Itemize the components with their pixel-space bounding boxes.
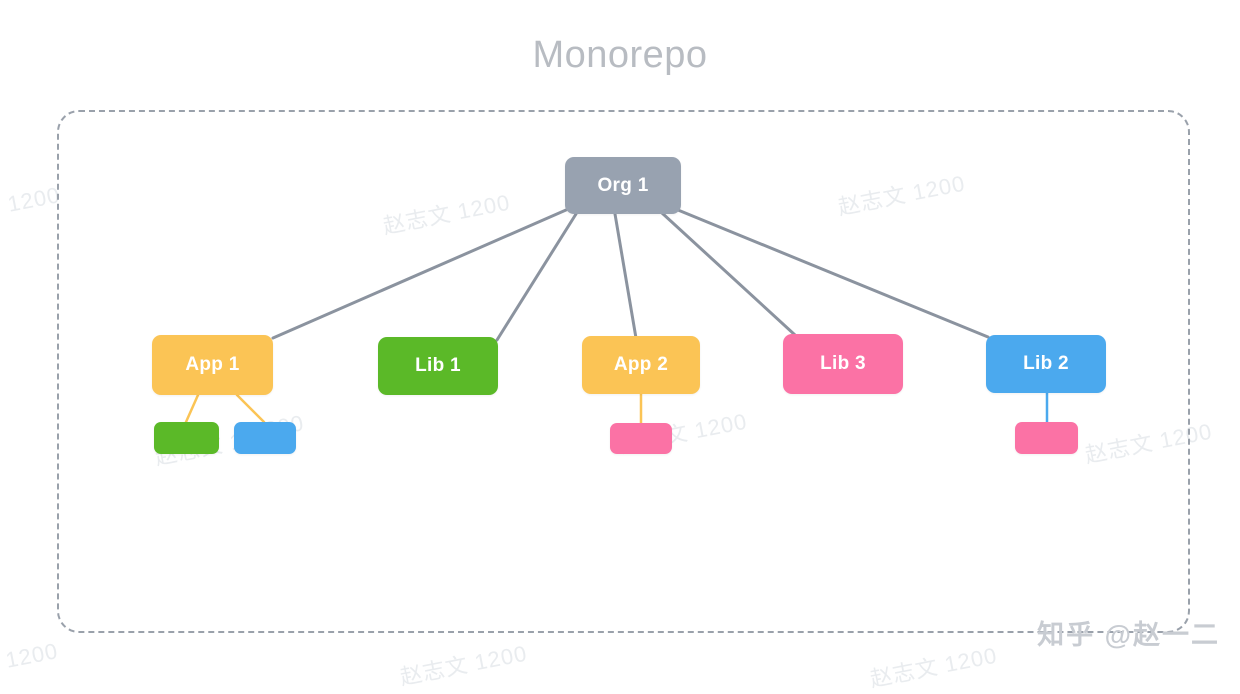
node-lib2-leaf-a[interactable] xyxy=(1015,422,1078,454)
brand-watermark: 知乎 @赵一二 xyxy=(1037,620,1220,650)
page-title: Monorepo xyxy=(532,34,708,76)
node-app2-leaf-a[interactable] xyxy=(610,423,672,454)
node-app1-leaf-a[interactable] xyxy=(154,422,219,454)
node-lib2[interactable]: Lib 2 xyxy=(986,335,1106,393)
edge-app1-to-app1-leaf-a xyxy=(184,393,200,424)
node-label: App 1 xyxy=(185,354,240,375)
edge-org1-to-lib3 xyxy=(660,211,797,337)
edge-org1-to-app1 xyxy=(271,208,568,340)
edge-layer xyxy=(184,208,1049,425)
edge-org1-to-lib2 xyxy=(676,208,990,339)
node-label: Lib 1 xyxy=(415,355,461,376)
monorepo-boundary xyxy=(57,110,1190,633)
node-app1[interactable]: App 1 xyxy=(152,335,273,395)
node-lib1[interactable]: Lib 1 xyxy=(378,337,498,395)
edge-app1-to-app1-leaf-b xyxy=(235,393,266,424)
node-label: Lib 3 xyxy=(820,353,866,374)
node-lib3[interactable]: Lib 3 xyxy=(783,334,903,394)
node-app1-leaf-b[interactable] xyxy=(234,422,296,454)
node-app2[interactable]: App 2 xyxy=(582,336,700,394)
node-label: Org 1 xyxy=(597,174,649,196)
node-label: App 2 xyxy=(613,354,669,375)
edge-org1-to-app2 xyxy=(613,212,638,340)
node-label: Lib 2 xyxy=(1023,353,1069,374)
edge-org1-to-lib1 xyxy=(495,212,578,342)
node-org1[interactable]: Org 1 xyxy=(565,157,681,214)
